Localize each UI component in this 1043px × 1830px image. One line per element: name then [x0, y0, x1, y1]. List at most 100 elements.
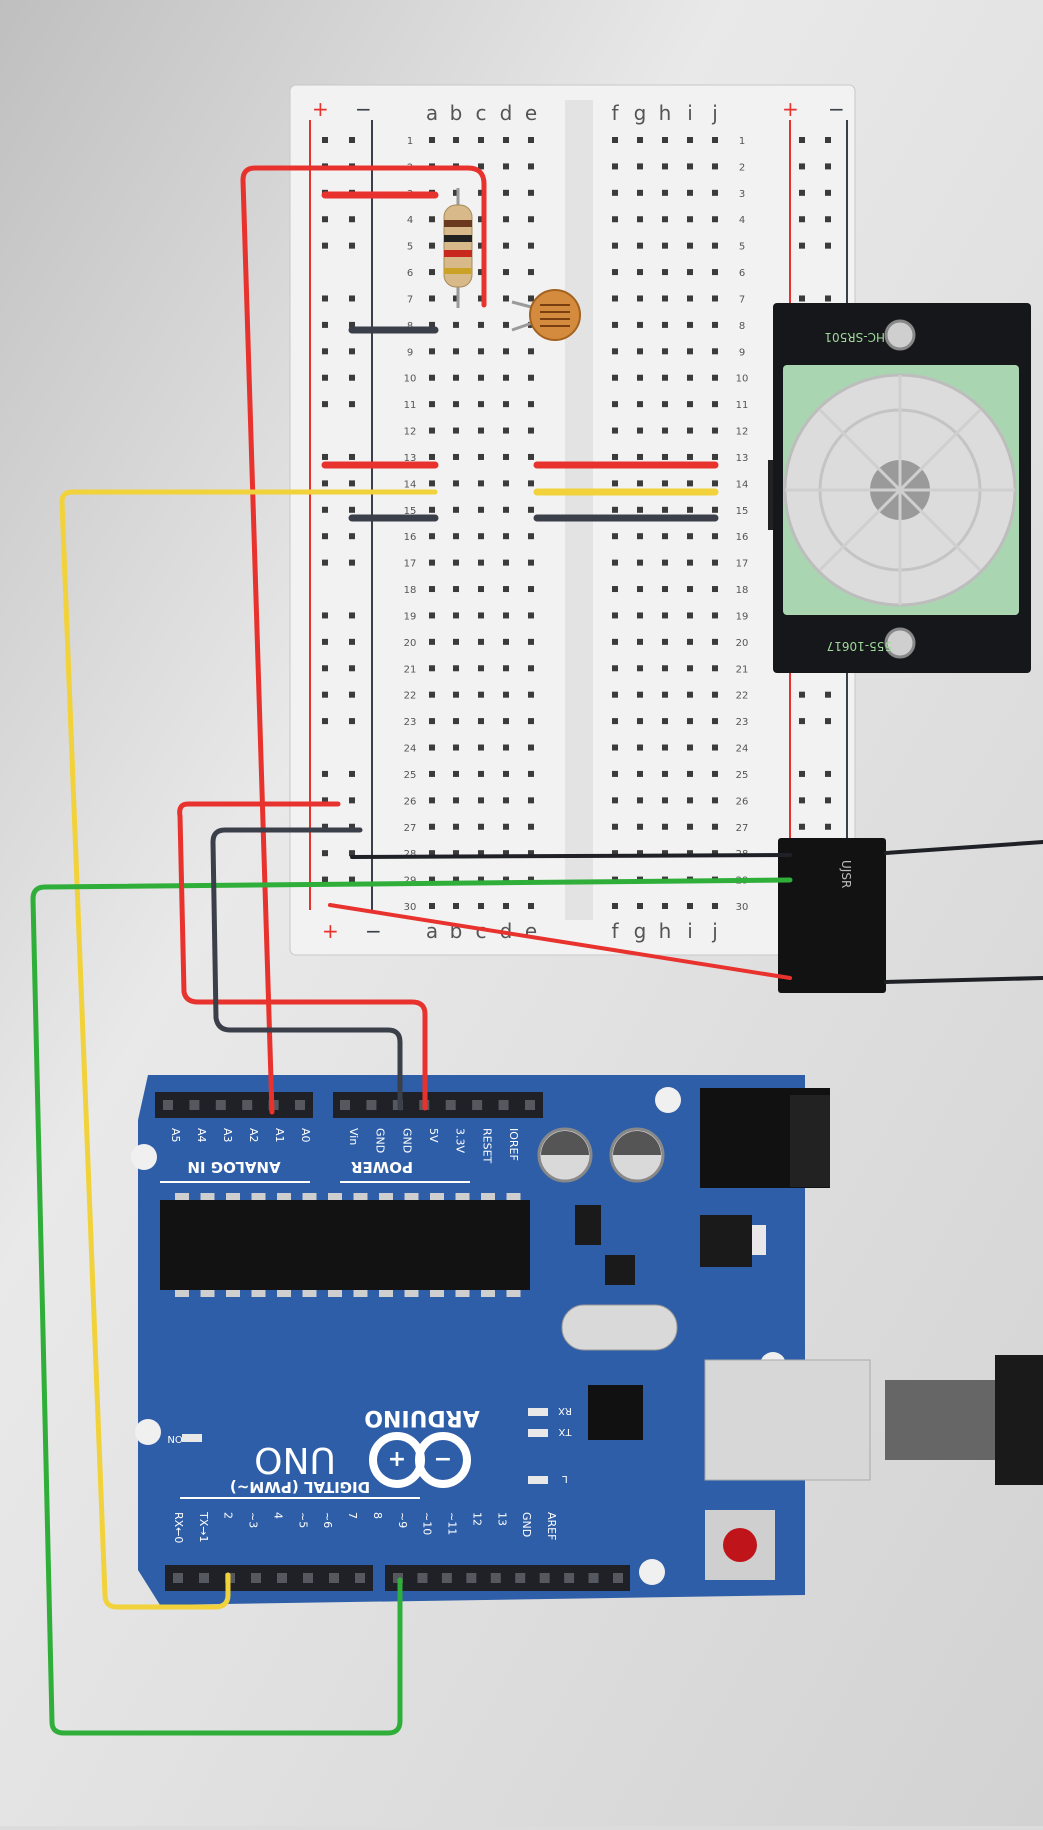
row-label-left: 20: [404, 638, 417, 649]
digital-pin-label: ~3: [247, 1512, 260, 1528]
analog-pin-label: A0: [299, 1128, 312, 1143]
row-label-left: 15: [404, 506, 417, 517]
column-label-bottom: c: [476, 919, 487, 943]
row-label-left: 30: [404, 902, 417, 913]
mount-hole-1: [131, 1144, 157, 1170]
row-label-left: 26: [404, 796, 417, 807]
digital-pin-label: ~10: [421, 1512, 434, 1535]
row-label-left: 27: [404, 823, 417, 834]
digital-pin-label: TX→1: [197, 1511, 210, 1542]
row-label-right: 7: [739, 294, 745, 305]
on-label: ON: [167, 1433, 182, 1444]
pir-sensor: HC-SR501 555-10617: [768, 303, 1031, 673]
analog-pin-label: A1: [273, 1128, 286, 1143]
column-label-bottom: i: [687, 919, 693, 943]
column-label-top: a: [426, 101, 438, 125]
breadboard-center-channel: [565, 100, 593, 920]
row-label-right: 11: [736, 400, 749, 411]
connector-label: UJSR: [839, 860, 853, 888]
power-pin-label: IOREF: [507, 1128, 520, 1161]
row-label-left: 28: [404, 849, 417, 860]
rail-plus-label-bottom: +: [322, 919, 339, 943]
row-label-right: 10: [736, 374, 749, 385]
column-label-top: c: [476, 101, 487, 125]
row-label-right: 3: [739, 189, 745, 200]
row-label-left: 9: [407, 347, 413, 358]
voltage-regulator: [700, 1215, 752, 1267]
crystal-oscillator: [561, 1304, 678, 1351]
row-label-left: 12: [404, 427, 417, 438]
power-pin-label: 3.3V: [454, 1128, 467, 1153]
row-label-left: 22: [404, 691, 417, 702]
led-label: RX: [558, 1405, 572, 1416]
usb-cable-body: [885, 1380, 995, 1460]
row-label-right: 18: [736, 585, 749, 596]
row-label-left: 25: [404, 770, 417, 781]
connector-out-wire-1: [884, 840, 1043, 855]
row-label-right: 15: [736, 506, 749, 517]
led-label: L: [562, 1473, 568, 1484]
atmega-chip: [160, 1200, 530, 1290]
svg-text:+: +: [388, 1447, 406, 1472]
reset-button-cap[interactable]: [723, 1528, 757, 1562]
row-label-right: 30: [736, 902, 749, 913]
row-label-right: 16: [736, 532, 749, 543]
row-label-right: 21: [736, 664, 749, 675]
on-led: [182, 1434, 202, 1442]
rail-plus-label-top-left: +: [312, 97, 329, 121]
row-label-left: 17: [404, 559, 417, 570]
row-label-right: 25: [736, 770, 749, 781]
column-label-top: j: [711, 101, 718, 125]
row-label-right: 19: [736, 611, 749, 622]
column-label-top: d: [500, 101, 513, 125]
digital-pin-label: GND: [520, 1512, 533, 1537]
row-label-right: 20: [736, 638, 749, 649]
connector-out-wire-2: [884, 976, 1043, 984]
rail-minus-label-bottom: −: [365, 919, 382, 943]
row-label-right: 6: [739, 268, 745, 279]
led-l: [528, 1476, 548, 1484]
row-label-left: 10: [404, 374, 417, 385]
digital-pin-label: 7: [346, 1512, 359, 1519]
column-label-bottom: g: [634, 919, 647, 943]
mount-hole-5: [639, 1559, 665, 1585]
digital-pin-label: 2: [222, 1512, 235, 1519]
column-label-bottom: a: [426, 919, 438, 943]
digital-pin-label: RX←0: [172, 1512, 185, 1543]
wires: [30, 165, 1043, 1736]
row-label-left: 21: [404, 664, 417, 675]
digital-pin-label: 8: [371, 1512, 384, 1519]
row-label-right: 5: [739, 242, 745, 253]
row-label-right: 23: [736, 717, 749, 728]
led-label: TX: [558, 1426, 572, 1437]
digital-pin-label: ~6: [321, 1512, 334, 1528]
small-ic: [575, 1205, 601, 1245]
digital-header-low: [165, 1565, 373, 1591]
a1-sensor-wire: [240, 165, 487, 1115]
digital-pin-label: ~9: [396, 1512, 409, 1528]
pir-label-top: HC-SR501: [824, 330, 885, 344]
svg-text:−: −: [434, 1447, 452, 1472]
led-rx: [528, 1408, 548, 1416]
digital-pin-label: ~5: [296, 1512, 309, 1528]
row-label-right: 2: [739, 162, 745, 173]
digital-title: DIGITAL (PWM~): [230, 1478, 370, 1496]
column-label-top: b: [450, 101, 463, 125]
column-label-top: f: [611, 101, 619, 125]
rail-minus-label-top-right: −: [828, 97, 845, 121]
row-label-left: 7: [407, 294, 413, 305]
usb-plug: [995, 1355, 1043, 1485]
column-label-bottom: f: [611, 919, 619, 943]
power-pin-label: GND: [374, 1128, 387, 1153]
row-label-left: 13: [404, 453, 417, 464]
digital-pin-label: ~11: [446, 1512, 459, 1535]
power-pin-label: RESET: [480, 1128, 493, 1164]
row-label-left: 5: [407, 242, 413, 253]
row-label-left: 6: [407, 268, 413, 279]
row-label-right: 9: [739, 347, 745, 358]
mount-hole-2: [655, 1087, 681, 1113]
